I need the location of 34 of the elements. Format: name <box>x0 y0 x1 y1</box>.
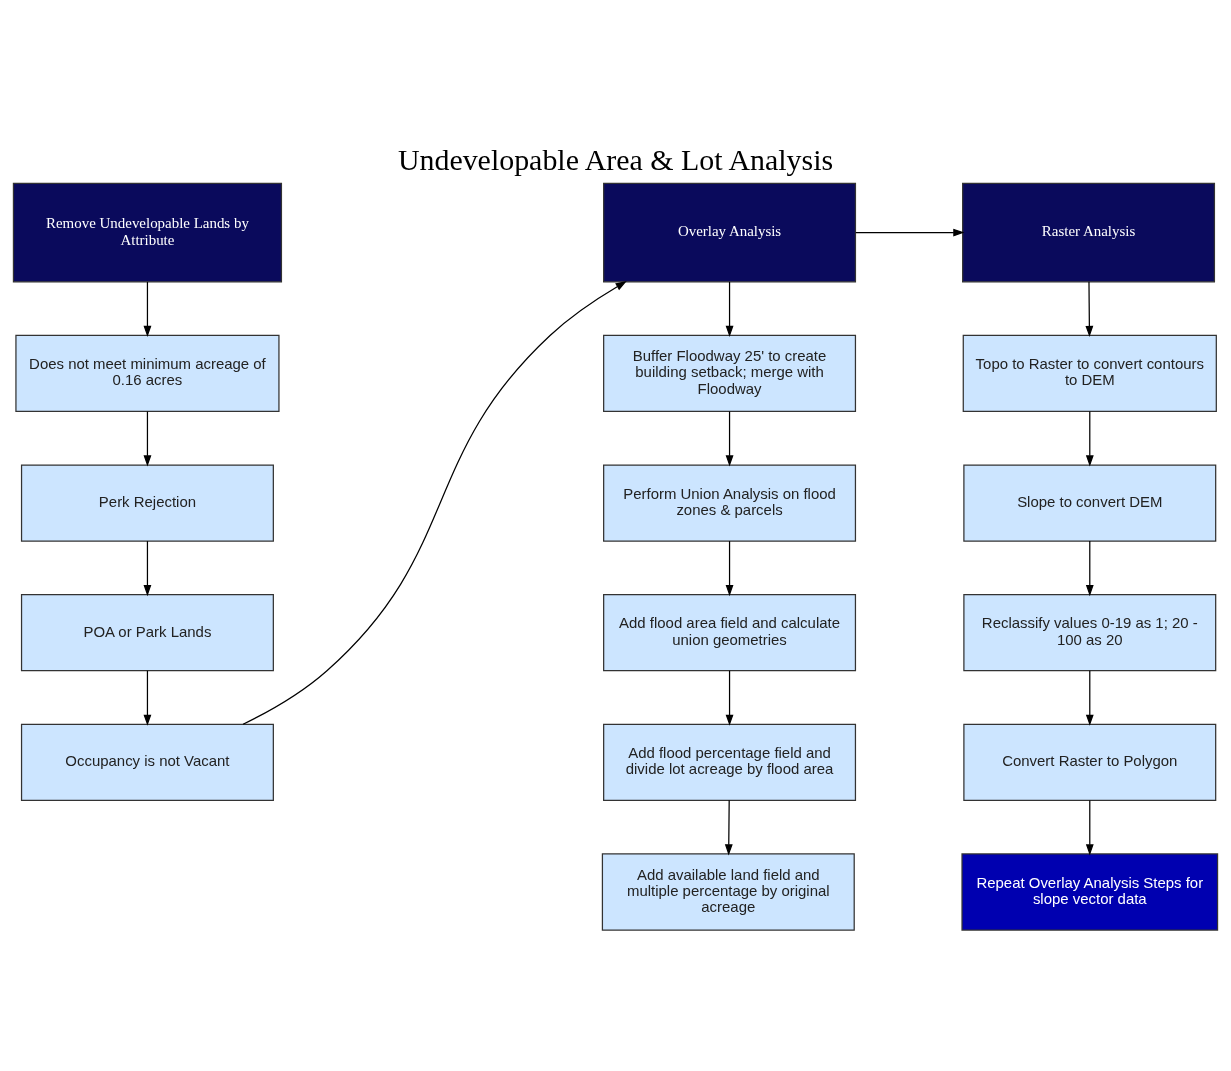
node-box: Buffer Floodway 25' to create building setback; merge with Floodway <box>603 334 857 413</box>
arrow <box>143 670 152 726</box>
arrow <box>725 281 734 338</box>
node-box: Raster Analysis <box>962 182 1216 283</box>
arrow <box>1085 670 1094 726</box>
node-box: Does not meet minimum acreage of 0.16 acres <box>15 334 280 413</box>
arrow <box>143 540 152 597</box>
arrow <box>1085 799 1094 856</box>
node-box: Repeat Overlay Analysis Steps for slope vector data <box>961 853 1219 931</box>
arrow <box>725 540 734 597</box>
arrow <box>725 410 734 467</box>
arrow <box>1085 540 1094 597</box>
arrow <box>724 799 733 856</box>
arrow <box>1085 410 1094 467</box>
node-box: Reclassify values 0-19 as 1; 20 - 100 as 20 <box>963 594 1217 672</box>
node-box: Perform Union Analysis on flood zones & parcels <box>603 464 857 542</box>
node-box: Add available land field and multiple percentage by original acreage <box>601 853 855 931</box>
node-box: Remove Undevelopable Lands by Attribute <box>12 182 283 283</box>
node-box: Topo to Raster to convert contours to DEM <box>962 334 1217 413</box>
diagram-title: Undevelopable Area & Lot Analysis <box>397 142 834 176</box>
node-box: POA or Park Lands <box>20 594 274 672</box>
node-box: Perk Rejection <box>20 464 274 542</box>
node-box: Convert Raster to Polygon <box>963 723 1217 801</box>
node-box: Occupancy is not Vacant <box>20 723 274 801</box>
arrow <box>143 281 152 338</box>
node-box: Overlay Analysis <box>603 182 857 283</box>
arrow <box>242 281 627 725</box>
arrow <box>855 228 965 237</box>
arrow <box>725 670 734 726</box>
arrow <box>1085 281 1094 338</box>
arrow <box>143 410 152 467</box>
node-box: Slope to convert DEM <box>963 464 1217 542</box>
node-box: Add flood area field and calculate union geometries <box>603 594 857 672</box>
node-box: Add flood percentage field and divide lot acreage by flood area <box>603 723 857 801</box>
